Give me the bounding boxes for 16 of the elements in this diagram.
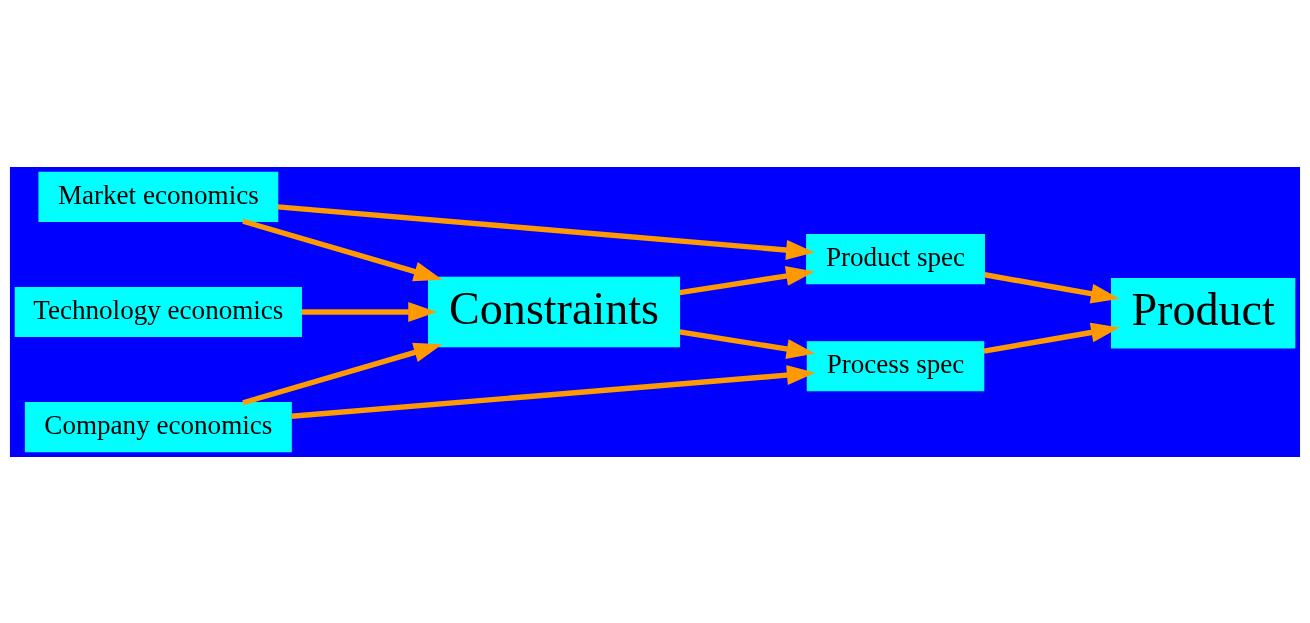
node-box: Product spec bbox=[806, 233, 985, 284]
arrow bbox=[983, 322, 1120, 354]
arrow bbox=[291, 364, 816, 419]
node-box: Process spec bbox=[806, 340, 985, 391]
node-box: Technology economics bbox=[14, 286, 302, 337]
arrow bbox=[242, 342, 443, 405]
arrow bbox=[301, 301, 437, 322]
node-box: Constraints bbox=[428, 276, 681, 347]
node-box: Product bbox=[1111, 277, 1296, 349]
arrow bbox=[679, 265, 815, 295]
arrow bbox=[679, 328, 816, 359]
node-box: Company economics bbox=[24, 401, 292, 452]
node-box: Market economics bbox=[38, 171, 279, 222]
arrow bbox=[242, 218, 443, 281]
arrow bbox=[984, 271, 1120, 304]
arrow bbox=[277, 203, 815, 260]
